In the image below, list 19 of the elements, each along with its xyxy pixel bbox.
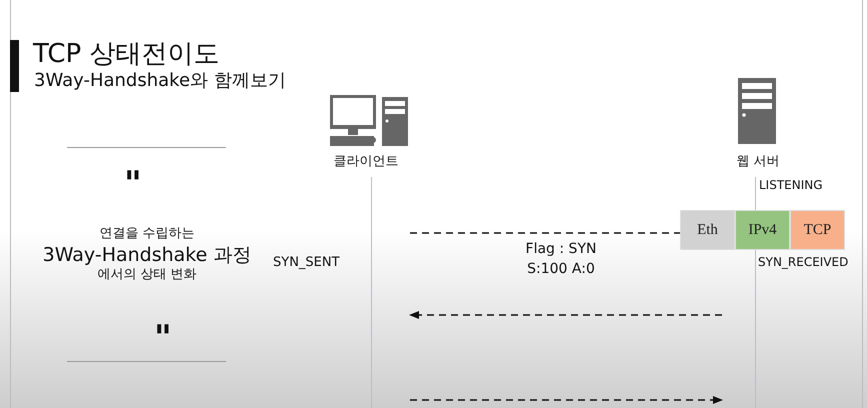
header-field: IPv4 xyxy=(735,210,790,250)
dashed-arrow xyxy=(410,396,723,404)
dashed-arrow xyxy=(409,311,722,319)
text-label: LISTENING xyxy=(759,178,823,192)
host-label: 클라이언트 xyxy=(332,153,400,170)
text-label: SYN_RECEIVED xyxy=(758,255,848,269)
edge-label: Flag : SYN S:100 A:0 xyxy=(524,240,598,279)
header-field: TCP xyxy=(790,210,845,250)
subtitle: 3Way-Handshake와 함께보기 xyxy=(34,69,286,92)
text-label: 3Way-Handshake 과정 xyxy=(42,243,252,268)
header-field: Eth xyxy=(680,210,735,250)
title: TCP 상태전이도 xyxy=(33,38,220,71)
quote-mark: " xyxy=(154,318,172,358)
packet xyxy=(680,210,845,250)
text-label: 연결을 수립하는 xyxy=(99,225,195,242)
host-label: 웹 서버 xyxy=(735,153,781,170)
text-label: 에서의 상태 변화 xyxy=(97,266,197,283)
quote-mark: " xyxy=(124,164,142,204)
text-label: SYN_SENT xyxy=(273,255,340,270)
